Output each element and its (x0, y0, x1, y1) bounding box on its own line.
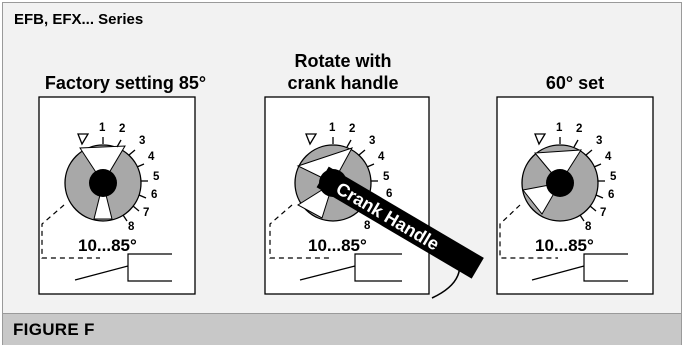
panel-2-title-line1: Rotate with (294, 51, 392, 71)
dial-factory-85: 1 2 3 4 5 6 7 8 10...85° (64, 122, 160, 255)
dial-2-tick-5: 5 (383, 171, 390, 183)
dial-2-tick-4: 4 (378, 151, 385, 163)
dial-3-tick-3: 3 (596, 135, 602, 147)
dial-2-tick-8: 8 (364, 220, 371, 232)
dial-1-tick-5: 5 (153, 171, 160, 183)
dial-60-set: 1 2 3 4 5 6 7 8 10...85° (521, 122, 617, 255)
dial-1-range-label: 10...85° (78, 236, 137, 255)
dial-3-tick-1: 1 (556, 122, 563, 134)
dial-3-range-label: 10...85° (535, 236, 594, 255)
dial-2-tick-6: 6 (386, 188, 392, 200)
pointer-triangle-icon (77, 133, 90, 146)
dial-1-tick-1: 1 (99, 122, 106, 134)
panel-3-title: 60° set (545, 73, 605, 93)
dial-2-tick-2: 2 (349, 123, 355, 135)
dial-1-tick-2: 2 (119, 123, 125, 135)
dial-2-tick-3: 3 (369, 135, 375, 147)
panel-2-title-line2: crank handle (287, 73, 399, 93)
dial-3-tick-5: 5 (610, 171, 617, 183)
dial-1-tick-8: 8 (128, 221, 135, 233)
figure-caption: FIGURE F (13, 320, 95, 339)
dial-3-tick-7: 7 (600, 207, 606, 219)
dial-2-tick-1: 1 (329, 122, 336, 134)
switch-schematic-2 (269, 204, 402, 282)
dial-1-tick-6: 6 (151, 189, 157, 201)
dial-3-tick-8: 8 (585, 221, 592, 233)
dial-3-tick-6: 6 (608, 189, 614, 201)
pointer-triangle-icon (534, 133, 547, 146)
dial-1-tick-4: 4 (148, 151, 155, 163)
panel-3-frame (496, 96, 654, 295)
dial-3-tick-4: 4 (605, 151, 612, 163)
switch-schematic-3 (499, 204, 628, 282)
dial-3-tick-2: 2 (576, 123, 582, 135)
dial-1-tick-3: 3 (139, 135, 145, 147)
pointer-triangle-icon (305, 133, 318, 146)
switch-schematic-1 (41, 204, 172, 282)
panel-1-title: Factory setting 85° (44, 73, 207, 93)
rotation-arrow-icon (431, 245, 465, 299)
dial-1-tick-7: 7 (143, 207, 149, 219)
series-label: EFB, EFX... Series (14, 11, 144, 28)
figure-caption-bar: FIGURE F (3, 313, 681, 345)
dial-2-range-label: 10...85° (308, 236, 367, 255)
